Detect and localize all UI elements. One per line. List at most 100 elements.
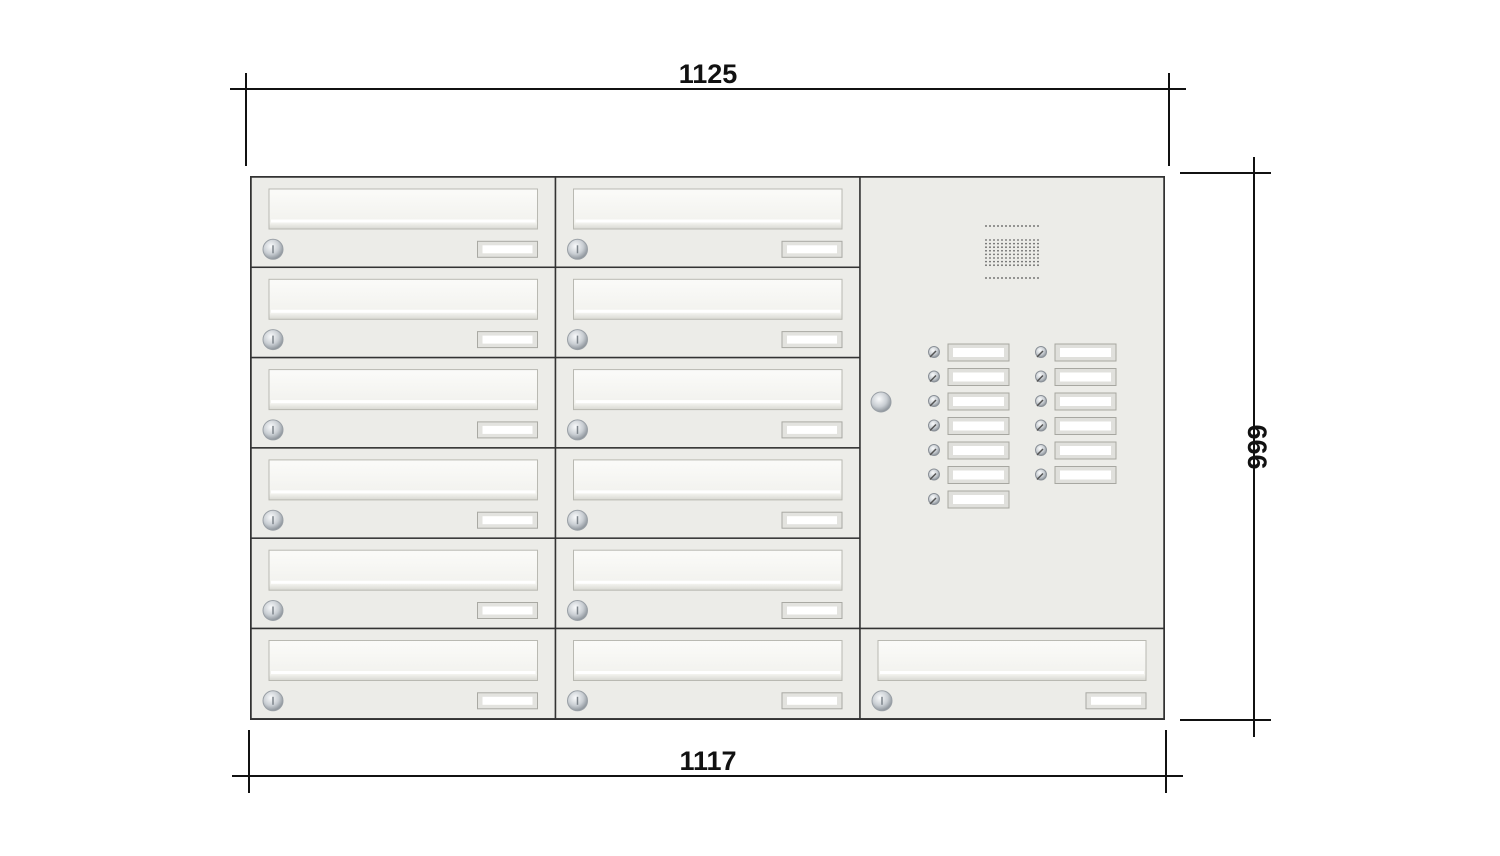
grille-dot (989, 257, 991, 259)
name-label (787, 245, 837, 254)
bell-name-label (953, 421, 1004, 431)
grille-dot (1013, 277, 1015, 279)
grille-dot (1033, 225, 1035, 227)
bell-button-stem (1036, 448, 1044, 456)
grille-dot (1013, 225, 1015, 227)
grille-dot (1009, 242, 1011, 245)
grille-dot (1009, 249, 1011, 252)
grille-dot (1033, 246, 1035, 249)
grille-dot (985, 260, 987, 263)
grille-dot (1017, 264, 1019, 267)
letter-slot (573, 640, 843, 681)
grille-dot (1005, 257, 1007, 259)
grille-dot (1005, 239, 1007, 241)
name-label (1091, 696, 1141, 705)
grille-dot (1013, 242, 1015, 245)
grille-dot (989, 277, 991, 279)
bell-button-c2-2 (1035, 368, 1117, 386)
dim-top-label: 1125 (679, 59, 738, 89)
bell-button-stem (1036, 374, 1044, 383)
grille-dot (1025, 239, 1027, 241)
bell-button-c2-5 (1035, 441, 1117, 460)
grille-dot (989, 239, 991, 241)
grille-dot (1017, 249, 1019, 252)
grille-dot (993, 246, 995, 249)
grille-dot (1025, 253, 1027, 256)
grille-dot (1001, 239, 1003, 241)
grille-dot (1017, 253, 1019, 256)
dim-bottom-label: 1117 (679, 746, 736, 776)
grille-dot (1021, 246, 1023, 249)
grille-dot (993, 225, 995, 227)
grille-dot (985, 239, 987, 241)
bell-button-stem (1036, 399, 1044, 407)
letter-slot (573, 188, 843, 230)
grille-dot (997, 242, 999, 245)
bell-button-stem (929, 350, 937, 358)
grille-dot (1029, 242, 1031, 245)
bell-name-label (1060, 348, 1111, 357)
grille-dot (985, 225, 987, 227)
bell-button-stem (929, 448, 937, 456)
grille-dot (1029, 249, 1031, 252)
grille-dot (1017, 246, 1019, 249)
grille-dot (993, 260, 995, 263)
grille-dot (1025, 246, 1027, 249)
mailbox-c2-r2 (554, 266, 861, 359)
letter-slot (268, 188, 538, 230)
bell-button-c1-7 (928, 490, 1010, 509)
grille-dot (1005, 260, 1007, 263)
grille-dot (1017, 260, 1019, 263)
name-label (482, 696, 533, 705)
grille-dot (1037, 277, 1039, 279)
bell-button-c1-6 (928, 466, 1010, 484)
name-label (787, 425, 837, 434)
grille-dot (989, 249, 991, 252)
letter-slot (268, 640, 538, 681)
bell-button-stem (929, 374, 937, 383)
mailbox-c1-r6 (250, 627, 557, 720)
mailbox-c1-r2 (250, 266, 557, 359)
bell-button-c1-3 (928, 392, 1010, 411)
grille-dot (1009, 246, 1011, 249)
letter-slot (573, 278, 843, 320)
bell-button-c2-1 (1035, 343, 1117, 362)
name-label (787, 696, 837, 705)
grille-dot (985, 249, 987, 252)
bell-name-label (1060, 372, 1111, 382)
grille-dot (993, 242, 995, 245)
grille-dot (1021, 242, 1023, 245)
grille-dot (1009, 225, 1011, 227)
bell-name-label (1060, 470, 1111, 480)
grille-dot (1013, 260, 1015, 263)
grille-dot (1029, 277, 1031, 279)
grille-dot (1033, 260, 1035, 263)
bell-name-label (953, 446, 1004, 455)
dimension-top (230, 73, 1186, 166)
grille-dot (1001, 277, 1003, 279)
grille-dot (1001, 253, 1003, 256)
grille-dot (1001, 249, 1003, 252)
grille-dot (997, 249, 999, 252)
grille-dot (1005, 277, 1007, 279)
grille-dot (1005, 264, 1007, 267)
name-label (787, 606, 837, 615)
intercom-panel (859, 176, 1165, 630)
grille-dot (1009, 264, 1011, 267)
grille-dot (1037, 260, 1039, 263)
grille-dot (989, 246, 991, 249)
name-label (482, 245, 533, 254)
bell-button-stem (1036, 350, 1044, 358)
mailbox-c2-r1 (554, 176, 861, 269)
grille-dot (1021, 264, 1023, 267)
bell-button-stem (929, 472, 937, 481)
bell-button-c2-6 (1035, 466, 1117, 484)
name-label (482, 425, 533, 434)
grille-dot (1013, 246, 1015, 249)
bell-button-c1-1 (928, 343, 1010, 362)
grille-dot (1021, 239, 1023, 241)
grille-dot (1029, 246, 1031, 249)
name-label (787, 335, 837, 344)
grille-dot (1021, 260, 1023, 263)
letter-slot (268, 549, 538, 591)
